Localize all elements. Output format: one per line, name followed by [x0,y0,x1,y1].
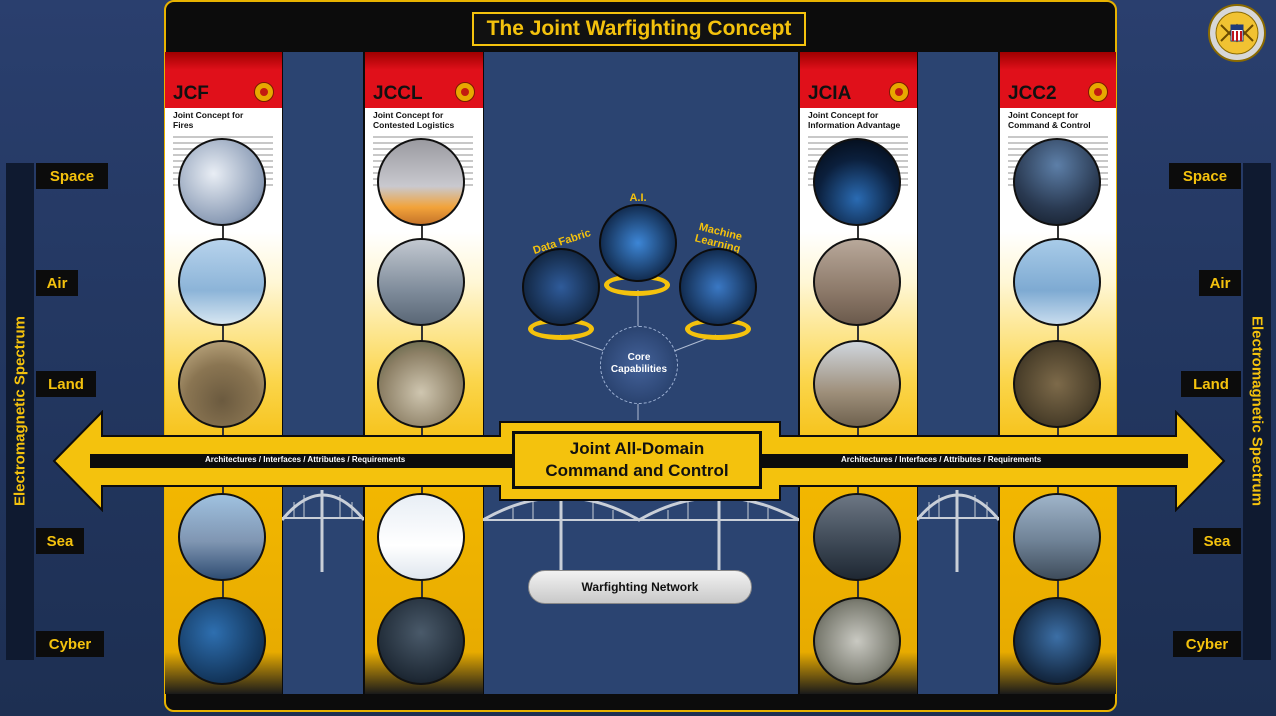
photo-artillery [178,340,266,428]
core-network-icon [600,326,678,404]
pillar-emblem-icon [455,82,475,102]
photo-fighter-jet [178,238,266,326]
pillar-abbr: JCC2 [1008,83,1057,104]
photo-operations-center [377,597,465,685]
domain-sea-left: Sea [36,528,84,554]
left-spectrum-panel [6,163,34,660]
photo-cargo-plane [377,238,465,326]
gap-2 [917,52,999,694]
domain-land-left: Land [36,371,96,397]
photo-hospital-ship [377,493,465,581]
photo-command-room [1013,138,1101,226]
domain-cyber-right: Cyber [1173,631,1241,657]
domain-space-left: Space [36,163,108,189]
diagram-title: The Joint Warfighting Concept [472,12,806,46]
right-spectrum-panel [1243,163,1271,660]
jadc2-line1: Joint All-Domain [569,439,705,458]
photo-awacs [1013,238,1101,326]
photo-field-planning [1013,340,1101,428]
jadc2-box: Joint All-Domain Command and Control [512,431,762,489]
photo-drone [813,238,901,326]
domain-sea-right: Sea [1193,528,1241,554]
photo-radar-dish [178,138,266,226]
right-spectrum-label: Electromagnetic Spectrum [1248,315,1266,507]
domain-space-right: Space [1169,163,1241,189]
domain-air-right: Air [1199,270,1241,296]
pillar-abbr: JCF [173,83,209,104]
jadc2-line2: Command and Control [545,461,729,480]
photo-c2-center [1013,597,1101,685]
pillar-emblem-icon [254,82,274,102]
bridge-icon [917,490,999,572]
bridge-icon [282,490,364,572]
pillar-abbr: JCIA [808,83,852,104]
left-spectrum-label: Electromagnetic Spectrum [11,315,29,507]
photo-logistics-crew [377,340,465,428]
pillar-abbr: JCCL [373,83,423,104]
data-fabric-icon [522,248,600,326]
photo-amphibious-ship [1013,493,1101,581]
warfighting-network: Warfighting Network [528,570,752,604]
pillar-emblem-icon [889,82,909,102]
photo-soldier-drone [813,340,901,428]
machine-learning-icon [679,248,757,326]
domain-cyber-left: Cyber [36,631,104,657]
photo-aircraft-carrier [813,493,901,581]
domain-air-left: Air [36,270,78,296]
photo-destroyer [178,493,266,581]
photo-satellite [813,138,901,226]
gap-1 [282,52,364,694]
domain-land-right: Land [1181,371,1241,397]
bar-label-left: Architectures / Interfaces / Attributes … [205,455,406,464]
ai-label: A.I. [629,192,647,204]
bar-label-right: Architectures / Interfaces / Attributes … [841,455,1042,464]
photo-soldiers-laptops [813,597,901,685]
photo-rocket-launch [377,138,465,226]
ai-chip-icon [599,204,677,282]
seal-icon [1208,4,1266,62]
photo-cyber-ops [178,597,266,685]
pillar-emblem-icon [1088,82,1108,102]
